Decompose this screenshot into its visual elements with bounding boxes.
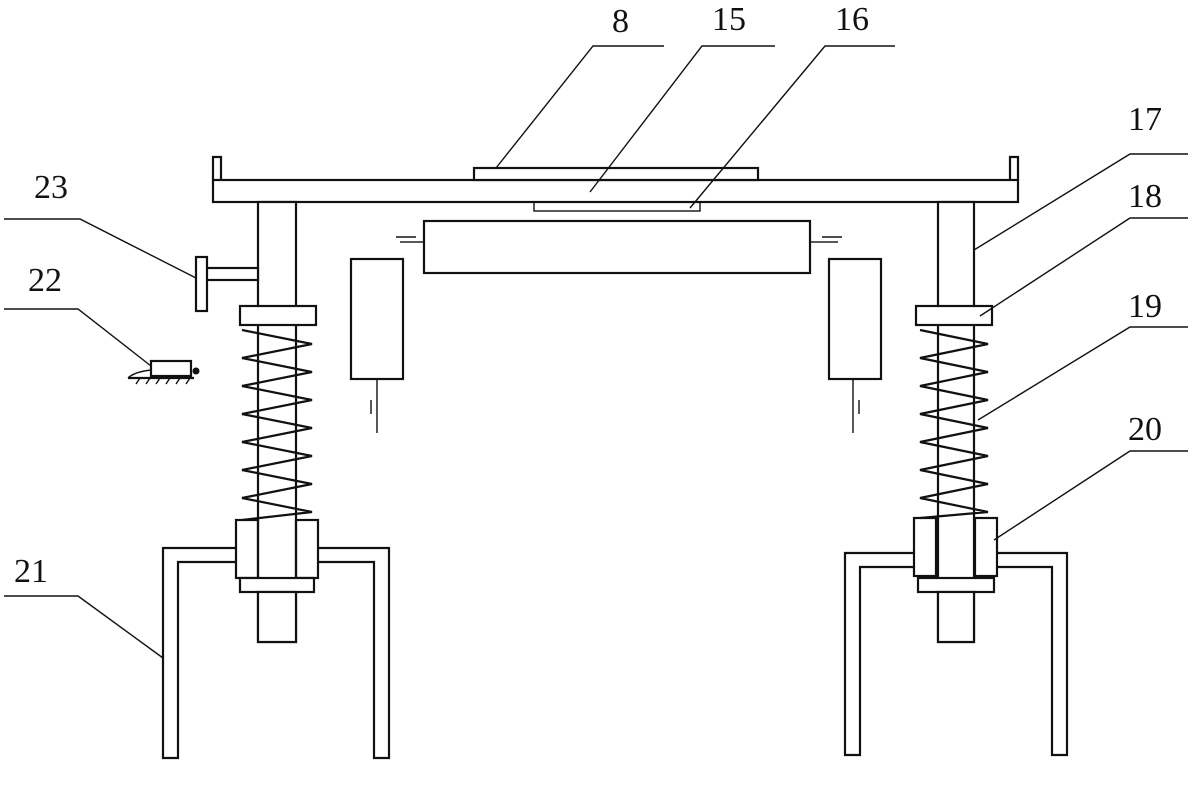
leader-lines (4, 45, 1188, 659)
magnet-strip (533, 201, 701, 212)
top-plate (472, 166, 760, 182)
label-20: 20 (1128, 411, 1162, 448)
label-22: 22 (28, 262, 62, 299)
label-17: 17 (1128, 101, 1162, 138)
label-8: 8 (612, 3, 629, 40)
central-magnet-block (422, 219, 812, 275)
right-leg-assembly (843, 200, 1069, 757)
sensor-block (127, 359, 200, 385)
label-19: 19 (1128, 288, 1162, 325)
left-side-coil (349, 257, 405, 433)
label-16: 16 (835, 1, 869, 38)
label-23: 23 (34, 169, 68, 206)
left-leg-assembly (161, 200, 391, 760)
right-side-coil (827, 257, 883, 433)
label-18: 18 (1128, 178, 1162, 215)
label-21: 21 (14, 553, 48, 590)
ground-symbol-left (396, 236, 424, 243)
ground-symbol-right (810, 236, 842, 243)
label-15: 15 (712, 1, 746, 38)
